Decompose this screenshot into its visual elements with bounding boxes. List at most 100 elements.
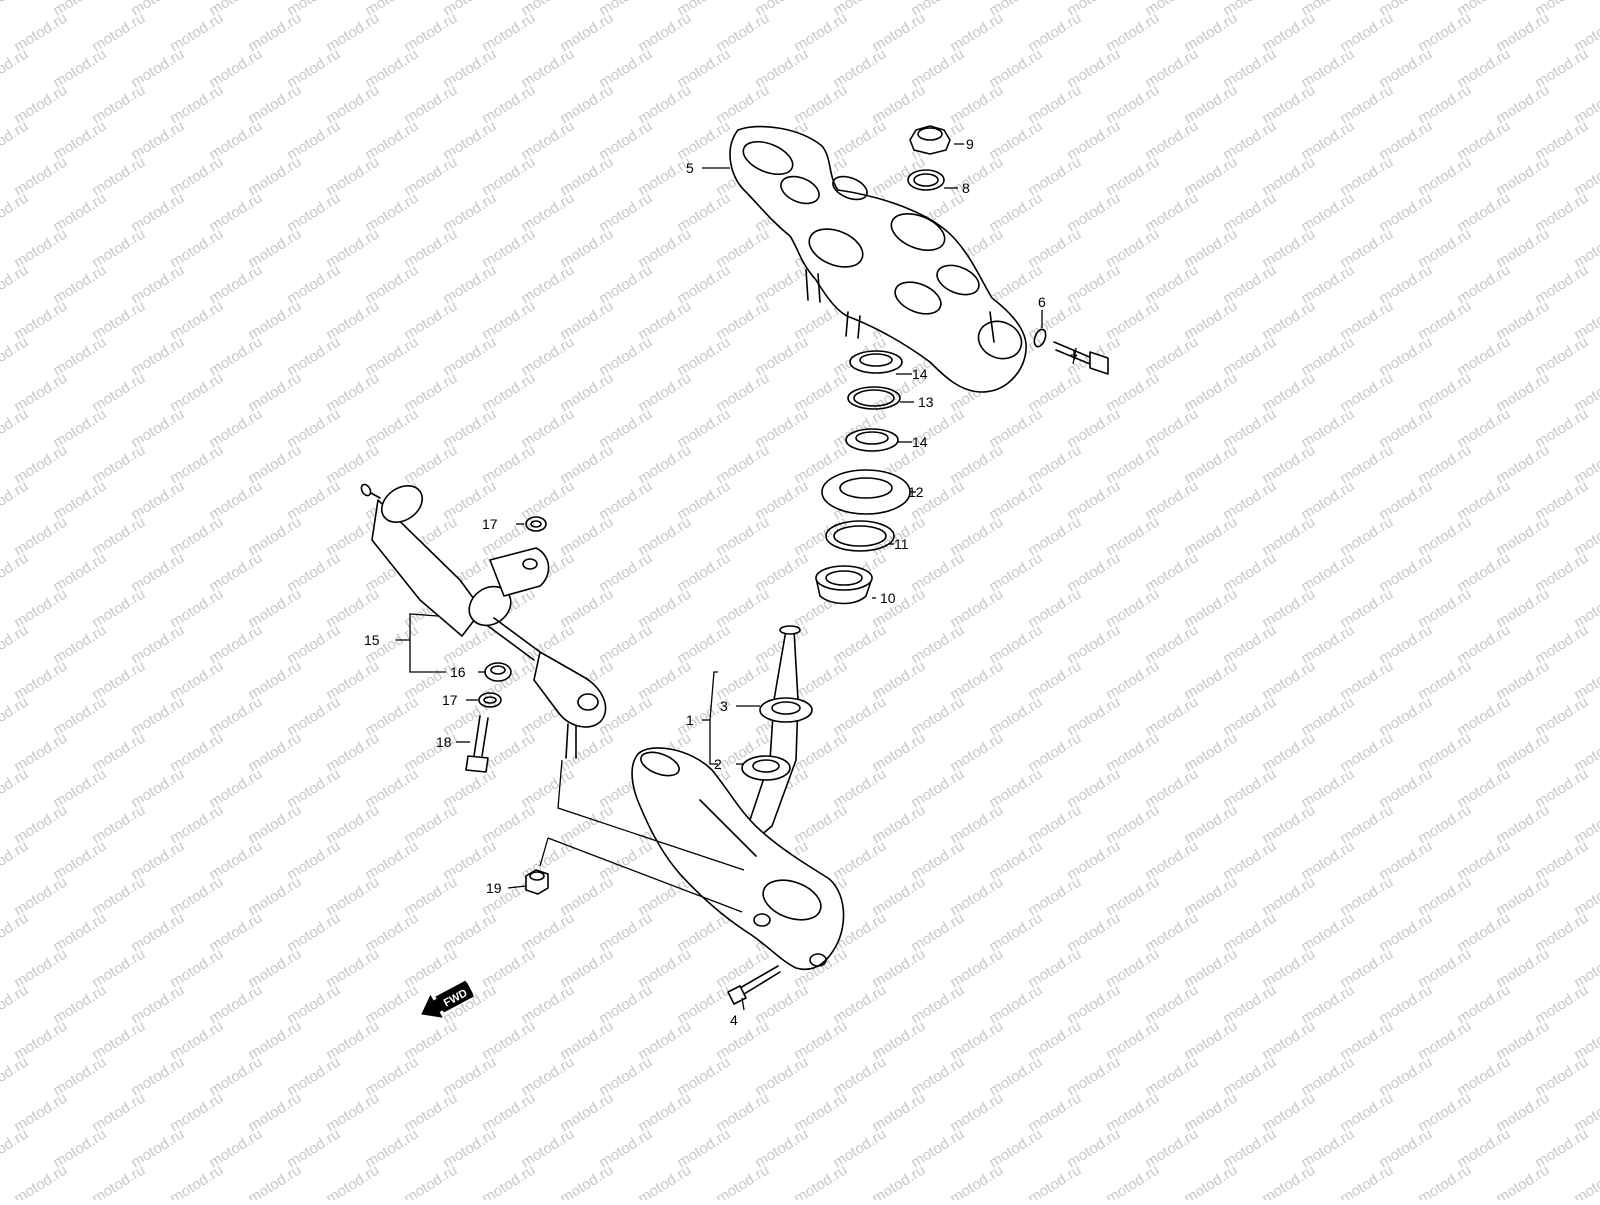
callout-1: 1: [686, 712, 694, 728]
callout-8: 8: [962, 180, 970, 196]
watermark-text: motod.ru: [1337, 1162, 1396, 1200]
guide-line: [539, 837, 743, 913]
taper-roller-bearing: [815, 565, 873, 605]
callout-5: 5: [686, 160, 694, 176]
watermark-text: motod.ru: [0, 0, 31, 19]
watermark-text: motod.ru: [1571, 514, 1600, 560]
callout-17-lower: 17: [442, 692, 458, 708]
callout-6: 6: [1038, 294, 1046, 310]
watermark-text: motod.ru: [89, 1162, 148, 1200]
lock-nut-lower: [845, 428, 899, 452]
watermark-text: motod.ru: [11, 1162, 70, 1200]
callout-15: 15: [364, 632, 380, 648]
callout-16: 16: [450, 664, 466, 680]
damper-bolt: [465, 715, 489, 773]
watermark-text: motod.ru: [0, 406, 31, 452]
lock-washer: [847, 386, 901, 410]
watermark-text: motod.ru: [0, 622, 31, 668]
fwd-direction-arrow: FWD: [421, 980, 474, 1018]
callout-19: 19: [486, 880, 502, 896]
watermark-text: motod.ru: [1571, 874, 1600, 920]
dust-seal: [825, 520, 895, 552]
watermark-text: motod.ru: [0, 1126, 31, 1172]
callout-17-upper: 17: [482, 516, 498, 532]
watermark-text: motod.ru: [0, 118, 31, 164]
watermark-text: motod.ru: [1571, 298, 1600, 344]
watermark-text: motod.ru: [1571, 1162, 1600, 1200]
watermark-text: motod.ru: [0, 982, 31, 1028]
callout-labels: 5 9 8 6 7 14 13 14 12 11 10 3 1 2 4 15 1…: [364, 136, 1078, 1028]
washer: [1033, 328, 1047, 348]
damper-bushing: [484, 662, 512, 682]
watermark-text: motod.ru: [1571, 658, 1600, 704]
watermark-text: motod.ru: [791, 1162, 850, 1200]
watermark-text: motod.ru: [0, 190, 31, 236]
watermark-text: motod.ru: [1025, 1162, 1084, 1200]
watermark-text: motod.ru: [1493, 1162, 1552, 1200]
watermark-text: motod.ru: [1571, 802, 1600, 848]
watermark-text: motod.ru: [1571, 442, 1600, 488]
watermark-text: motod.ru: [1571, 10, 1600, 56]
watermark-text: motod.ru: [1571, 946, 1600, 992]
damper-washer-upper: [525, 516, 547, 532]
callout-10: 10: [880, 590, 896, 606]
callout-14-lower: 14: [912, 434, 928, 450]
watermark-text: motod.ru: [0, 838, 31, 884]
watermark-text: motod.ru: [401, 1162, 460, 1200]
watermark-text: motod.ru: [0, 334, 31, 380]
watermark-text: motod.ru: [1181, 1162, 1240, 1200]
watermark-text: motod.ru: [1571, 370, 1600, 416]
watermark-text: motod.ru: [1571, 586, 1600, 632]
watermark-text: motod.ru: [0, 262, 31, 308]
watermark-text: motod.ru: [1571, 1018, 1600, 1064]
callout-2: 2: [714, 756, 722, 772]
guide-line: [557, 759, 745, 871]
watermark-text: motod.ru: [0, 694, 31, 740]
bearing-cover: [821, 469, 911, 515]
watermark-text: motod.ru: [947, 1162, 1006, 1200]
watermark-text: motod.ru: [323, 1162, 382, 1200]
watermark-text: motod.ru: [0, 910, 31, 956]
watermark-text: motod.ru: [1571, 154, 1600, 200]
watermark-text: motod.ru: [1103, 1162, 1162, 1200]
callout-18: 18: [436, 734, 452, 750]
watermark-text: motod.ru: [713, 1162, 772, 1200]
callout-14-upper: 14: [912, 366, 928, 382]
steering-damper-assembly: [360, 483, 607, 759]
callout-11: 11: [894, 536, 909, 552]
watermark-text: motod.ru: [1571, 82, 1600, 128]
watermark-text: motod.ru: [245, 1162, 304, 1200]
callout-3: 3: [720, 698, 728, 714]
watermark-text: motod.ru: [1571, 1090, 1600, 1136]
stem-head-nut: [909, 125, 951, 155]
callout-9: 9: [966, 136, 974, 152]
lock-nut-upper: [849, 350, 903, 374]
leader-lines: [396, 143, 1077, 1011]
watermark-text: motod.ru: [0, 550, 31, 596]
upper-bracket-bolt: [1053, 341, 1109, 375]
upper-bracket: [729, 125, 1027, 393]
watermark-text: motod.ru: [0, 766, 31, 812]
watermark-text: motod.ru: [0, 478, 31, 524]
damper-washer-lower: [478, 692, 502, 708]
watermark-text: motod.ru: [635, 1162, 694, 1200]
watermark-text: motod.ru: [479, 1162, 538, 1200]
watermark-text: motod.ru: [1415, 1162, 1474, 1200]
steering-stem-assembly: [631, 625, 845, 971]
stem-nut-washer: [907, 169, 945, 191]
watermark-text: motod.ru: [1571, 226, 1600, 272]
callout-13: 13: [918, 394, 934, 410]
watermark-text: motod.ru: [557, 1162, 616, 1200]
watermark-text: motod.ru: [1571, 730, 1600, 776]
callout-4: 4: [730, 1012, 738, 1028]
damper-nut: [525, 869, 549, 895]
watermark-text: motod.ru: [0, 1054, 31, 1100]
callout-12: 12: [908, 484, 924, 500]
callout-7: 7: [1070, 351, 1078, 367]
watermark-text: motod.ru: [1259, 1162, 1318, 1200]
lower-bracket-bolt: [727, 965, 781, 1005]
watermark-text: motod.ru: [167, 1162, 226, 1200]
watermark-text: motod.ru: [869, 1162, 928, 1200]
